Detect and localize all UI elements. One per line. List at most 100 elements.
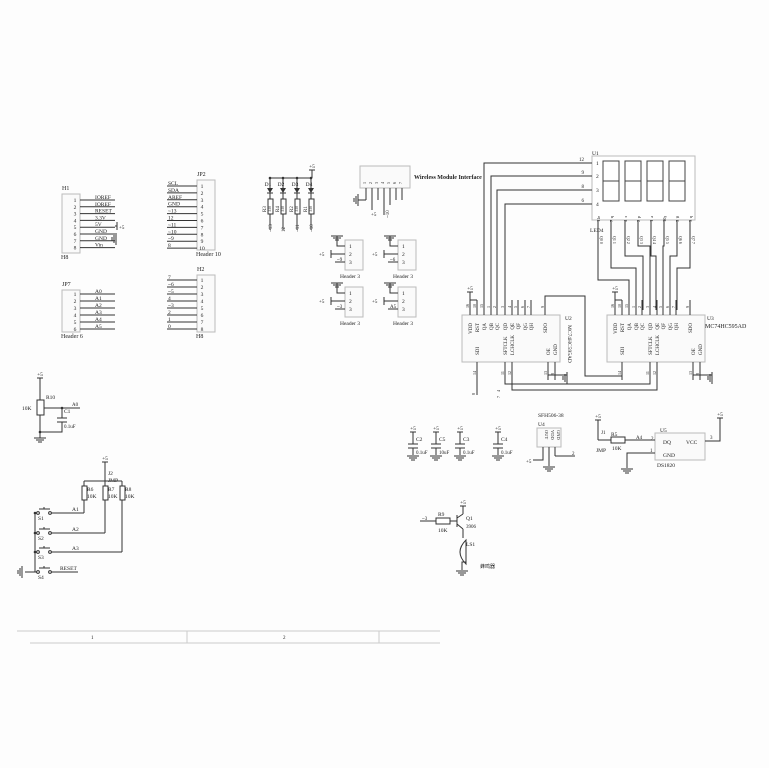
- label: R10: [46, 395, 55, 401]
- header-footprint: Header 10: [196, 252, 221, 258]
- pin-number: 7: [74, 239, 77, 245]
- power-label: +5: [433, 426, 439, 432]
- pin-number: 5: [658, 306, 663, 308]
- label: 0.1uF: [64, 425, 76, 430]
- net-label: A2: [95, 303, 102, 309]
- pin-name: GND: [699, 344, 704, 355]
- pin-number: 2: [596, 174, 599, 180]
- wire: [336, 283, 345, 294]
- pin-name: QC: [496, 322, 501, 330]
- pin-name: LCHCLK: [656, 335, 661, 355]
- pin-name: QA: [628, 323, 633, 331]
- label: LED4: [590, 228, 604, 234]
- label: MC74HC595AD: [566, 325, 572, 363]
- pin-number: 6: [201, 313, 204, 319]
- label: 2: [572, 452, 575, 457]
- net-label: 12: [282, 227, 287, 233]
- seven-segment-display: [591, 155, 696, 221]
- net-label: ~10: [168, 229, 177, 235]
- pin-number: 2: [74, 299, 77, 305]
- pin-number: 6: [665, 306, 670, 308]
- net-label: ~6: [168, 282, 174, 288]
- net-label: 7: [168, 275, 171, 281]
- net-label: ~9: [337, 258, 343, 263]
- label: VCC: [686, 440, 698, 446]
- net-label: A2: [72, 527, 79, 533]
- label: 10K: [87, 494, 97, 500]
- label: GND: [663, 453, 675, 459]
- label: 10K: [125, 494, 135, 500]
- pin-number: 8: [695, 373, 700, 375]
- pin-number: 2: [349, 252, 352, 258]
- diode-ref: D2: [278, 182, 285, 188]
- label: ~3: [422, 517, 428, 522]
- capacitor-value: 0.1uF: [416, 451, 428, 456]
- wire: [511, 380, 658, 391]
- pin-number: 1: [486, 306, 491, 308]
- pin-name: SDO: [544, 323, 549, 333]
- label: A0: [72, 403, 79, 408]
- segment-label: d: [637, 216, 642, 219]
- resistor-ref: R1: [304, 206, 309, 212]
- header3-body: [397, 239, 417, 271]
- label: 10K: [108, 494, 118, 500]
- pin-number: 10: [617, 304, 622, 308]
- net-label: 8: [168, 243, 171, 249]
- power-label: +5: [495, 426, 501, 432]
- label: 8: [471, 393, 476, 395]
- net-label: A3: [95, 310, 102, 316]
- label: J2: [108, 471, 113, 477]
- pin-number: 11: [645, 371, 650, 375]
- pin-number: 2: [637, 306, 642, 308]
- wire: [504, 380, 651, 385]
- pin-number: 1: [362, 182, 367, 184]
- pin-number: 16: [610, 304, 615, 308]
- pin-number: 7: [398, 182, 403, 184]
- pin-number: 8: [550, 373, 555, 375]
- wire: [705, 418, 721, 442]
- pin-number: 2: [201, 285, 204, 291]
- net-label: Q2 2: [626, 236, 631, 244]
- switch-ref: S4: [38, 575, 44, 581]
- wireless-title: Wireless Module Interface: [414, 175, 482, 181]
- pin-number: 1: [349, 291, 352, 297]
- header3-body: [344, 239, 364, 271]
- power-label: +5: [309, 164, 315, 170]
- label: R8: [125, 487, 132, 493]
- pin-number: 5: [386, 182, 391, 184]
- label: +5: [319, 300, 325, 305]
- wire: [669, 220, 678, 310]
- segment-label: b: [610, 216, 615, 219]
- net-label: ~13: [269, 224, 274, 232]
- power-label-vcc: +5: [717, 412, 723, 418]
- pin-name: QA: [483, 323, 488, 331]
- label: 7: [496, 396, 501, 398]
- resistor-value: 330: [267, 206, 272, 212]
- pin-name: VDD: [550, 430, 555, 440]
- pin-number: 9: [685, 306, 690, 308]
- pin-number: 1: [402, 244, 405, 250]
- power-label: +5: [102, 456, 108, 462]
- pin-number: 12: [507, 371, 512, 375]
- pin-name: RST: [621, 323, 626, 332]
- diode-ref: D4: [306, 182, 313, 188]
- power-label: +5: [595, 414, 601, 420]
- pin-number: 6: [74, 232, 77, 238]
- pin-number: 13: [543, 371, 548, 375]
- switch-icon: [36, 531, 40, 535]
- buzzer-icon: [459, 538, 467, 566]
- net-label: Q1 1: [612, 236, 617, 244]
- pin-number: 6: [74, 327, 77, 333]
- digit-segment: [624, 180, 642, 202]
- pin-number: 9: [540, 306, 545, 308]
- label: R9: [438, 512, 445, 518]
- header3-body: [397, 286, 417, 318]
- digit-segment: [646, 180, 664, 202]
- pin-number: 16: [465, 304, 470, 308]
- led-icon: [280, 188, 286, 193]
- pin-number: 5: [201, 212, 204, 218]
- resistor-ref: R4: [276, 206, 281, 212]
- wire: [626, 452, 655, 468]
- pin-number: 2: [74, 205, 77, 211]
- header-body: [61, 193, 81, 254]
